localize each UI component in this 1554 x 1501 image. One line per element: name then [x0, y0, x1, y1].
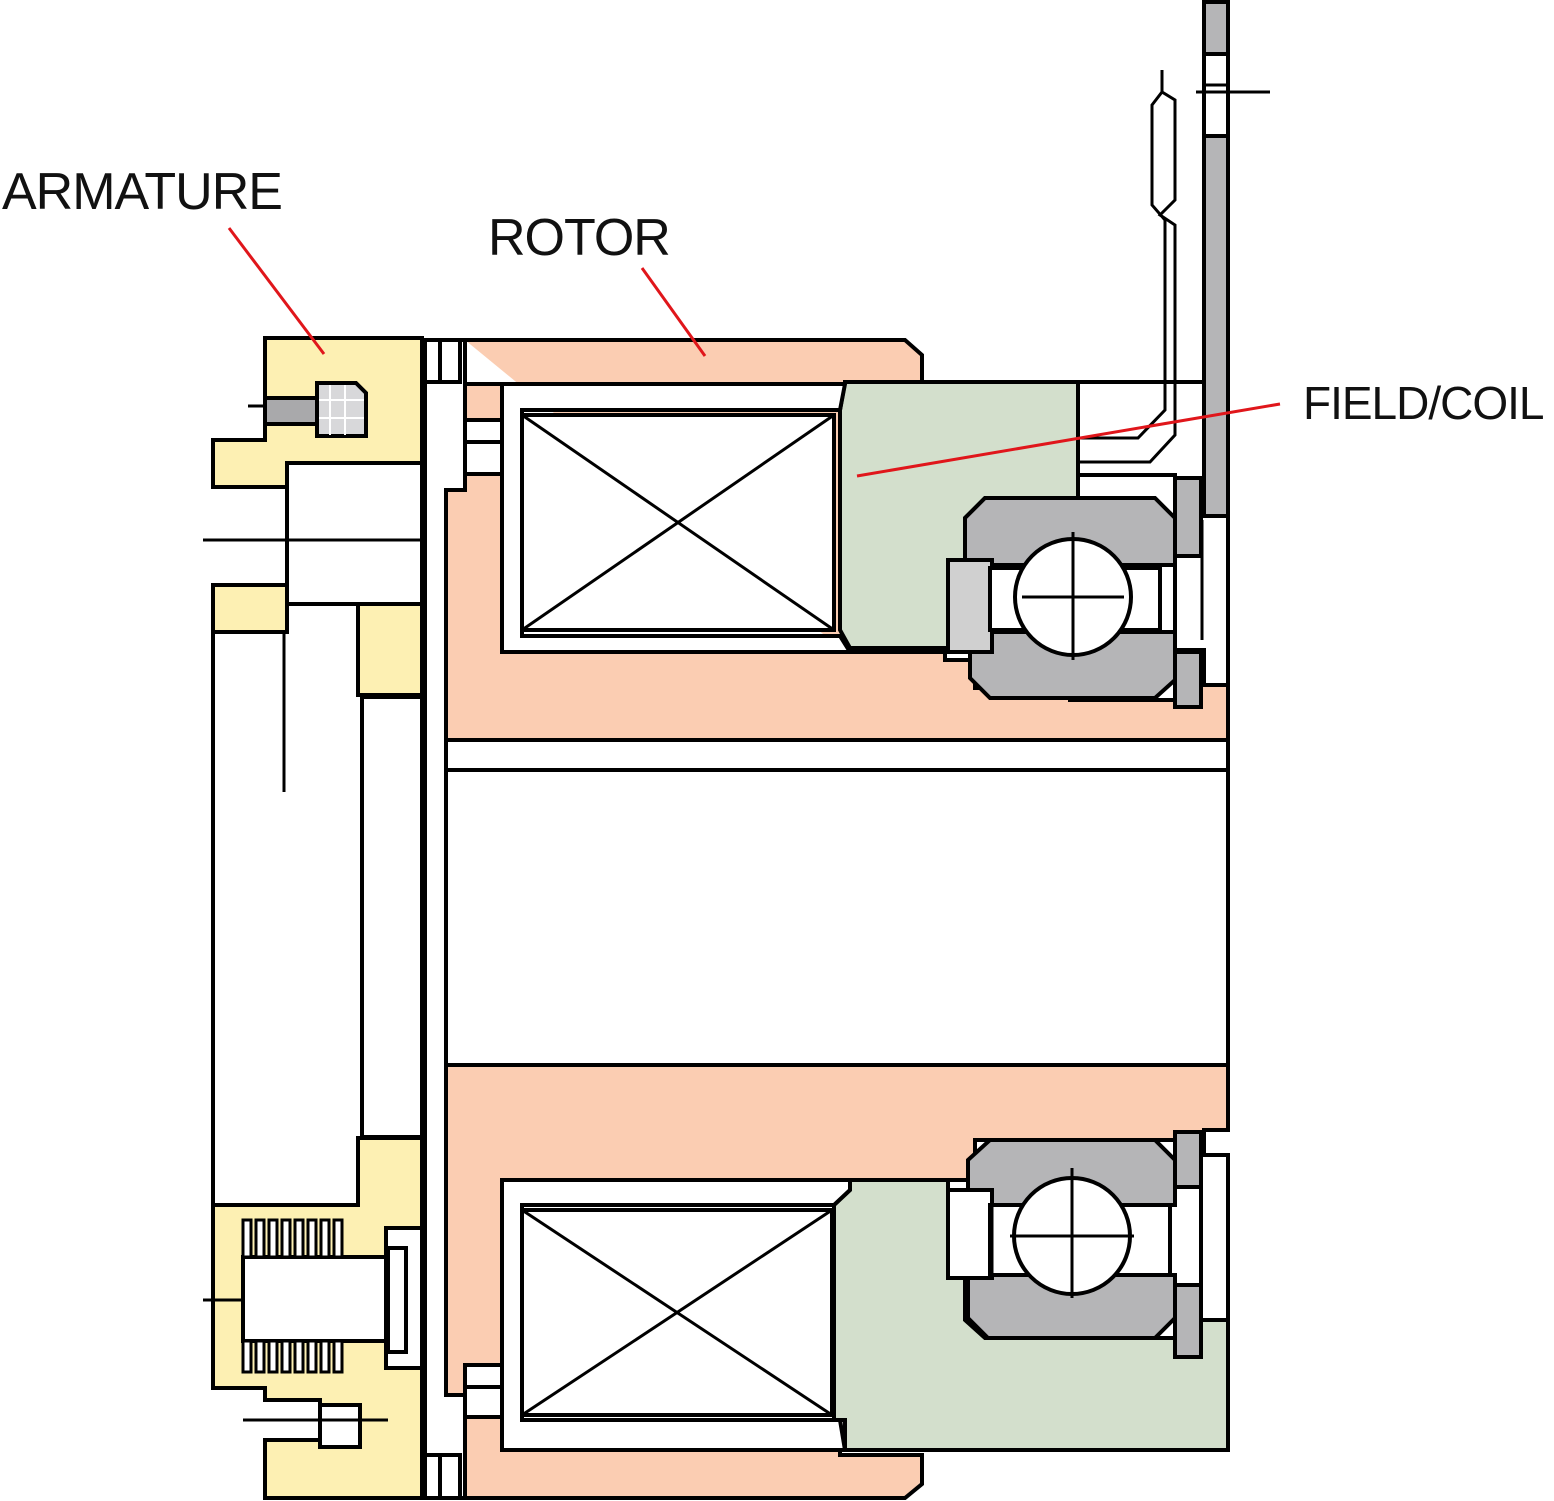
spring-tooth — [306, 1218, 318, 1259]
rotor-leader-line — [640, 267, 707, 357]
rotor-label: ROTOR — [488, 209, 671, 267]
armature-bolt-upper — [248, 381, 368, 438]
bearing-upper — [946, 476, 1203, 709]
rotor-bolt-upper — [463, 418, 505, 476]
spring-tooth — [241, 1218, 253, 1259]
field-coil-leader-line — [856, 402, 1281, 478]
spring-tooth — [254, 1218, 266, 1259]
leader-lines — [227, 227, 1281, 478]
spring-tooth — [319, 1339, 331, 1374]
spring-tooth — [293, 1339, 305, 1374]
spring-teeth — [241, 1218, 344, 1374]
field-coil-label: FIELD/COIL — [1303, 377, 1545, 429]
rotor-bolt-lower — [463, 1363, 505, 1419]
spring-tooth — [319, 1218, 331, 1259]
spring-tooth — [293, 1218, 305, 1259]
spring-tooth — [306, 1339, 318, 1374]
spring-tooth — [267, 1339, 279, 1374]
spring-tooth — [280, 1339, 292, 1374]
spring-tooth — [332, 1218, 344, 1259]
spring-tooth — [267, 1218, 279, 1259]
armature-label: ARMATURE — [2, 163, 283, 221]
spring-tooth — [254, 1339, 266, 1374]
spring-tooth — [280, 1218, 292, 1259]
spring-tooth — [332, 1339, 344, 1374]
bearing-lower — [946, 1130, 1230, 1359]
armature-leader-line — [227, 227, 326, 355]
armature-hub — [203, 538, 424, 1207]
coil-winding-upper — [520, 413, 836, 632]
armature-upper — [211, 336, 424, 697]
coil-winding-lower — [520, 1208, 834, 1417]
spring-tooth — [241, 1339, 253, 1374]
